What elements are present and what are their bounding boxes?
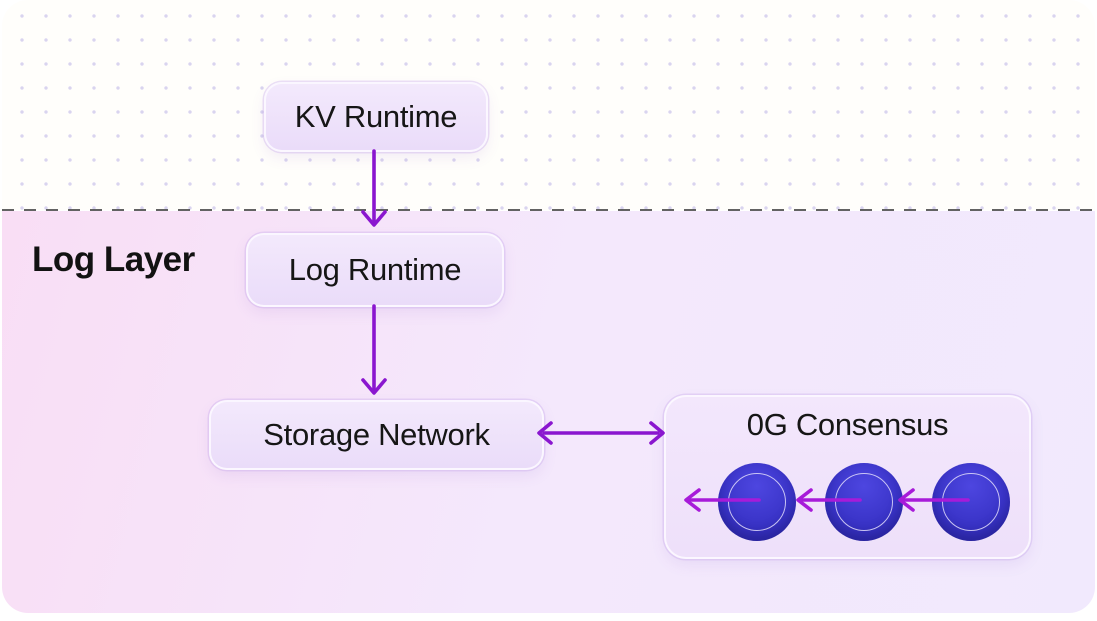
kv-runtime-box: KV Runtime (264, 82, 488, 152)
consensus-title: 0G Consensus (746, 407, 949, 442)
consensus-node-row (718, 463, 1010, 541)
dotted-grid-background (2, 0, 1095, 210)
consensus-node (932, 463, 1010, 541)
consensus-node (718, 463, 796, 541)
layer-divider-dashed-line (2, 209, 1095, 211)
log-runtime-box: Log Runtime (246, 233, 504, 307)
consensus-node (825, 463, 903, 541)
storage-network-box: Storage Network (209, 400, 544, 470)
consensus-panel: 0G Consensus (664, 395, 1031, 559)
log-layer-label: Log Layer (32, 240, 195, 279)
